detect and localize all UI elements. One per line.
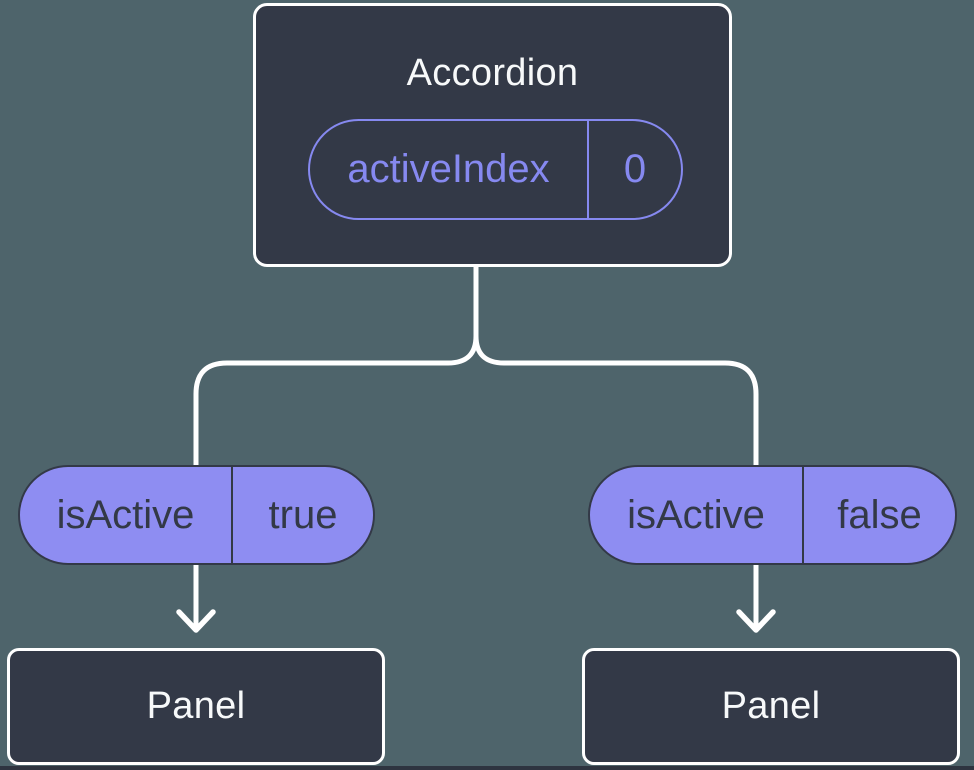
right-isactive-prop-pill: isActive false <box>588 465 957 565</box>
right-panel-node-title: Panel <box>721 685 821 727</box>
bottom-edge-strip <box>0 766 974 770</box>
left-prop-name-label: isActive <box>20 467 233 563</box>
right-branch-line <box>473 335 759 629</box>
accordion-component-node: Accordion activeIndex 0 <box>253 3 732 267</box>
left-panel-component-node: Panel <box>7 648 385 765</box>
state-name-label: activeIndex <box>310 121 589 218</box>
accordion-node-title: Accordion <box>406 52 579 94</box>
left-arrowhead-icon <box>176 609 216 633</box>
activeindex-state-pill: activeIndex 0 <box>308 119 683 220</box>
right-prop-value-label: false <box>837 492 922 537</box>
left-branch-line <box>193 335 479 629</box>
right-panel-component-node: Panel <box>582 648 960 765</box>
right-prop-name-label: isActive <box>590 467 804 563</box>
state-value-label: 0 <box>623 147 647 191</box>
right-arrowhead-icon <box>736 609 776 633</box>
left-panel-node-title: Panel <box>146 685 246 727</box>
left-isactive-prop-pill: isActive true <box>18 465 375 565</box>
left-prop-value-label: true <box>268 492 338 537</box>
